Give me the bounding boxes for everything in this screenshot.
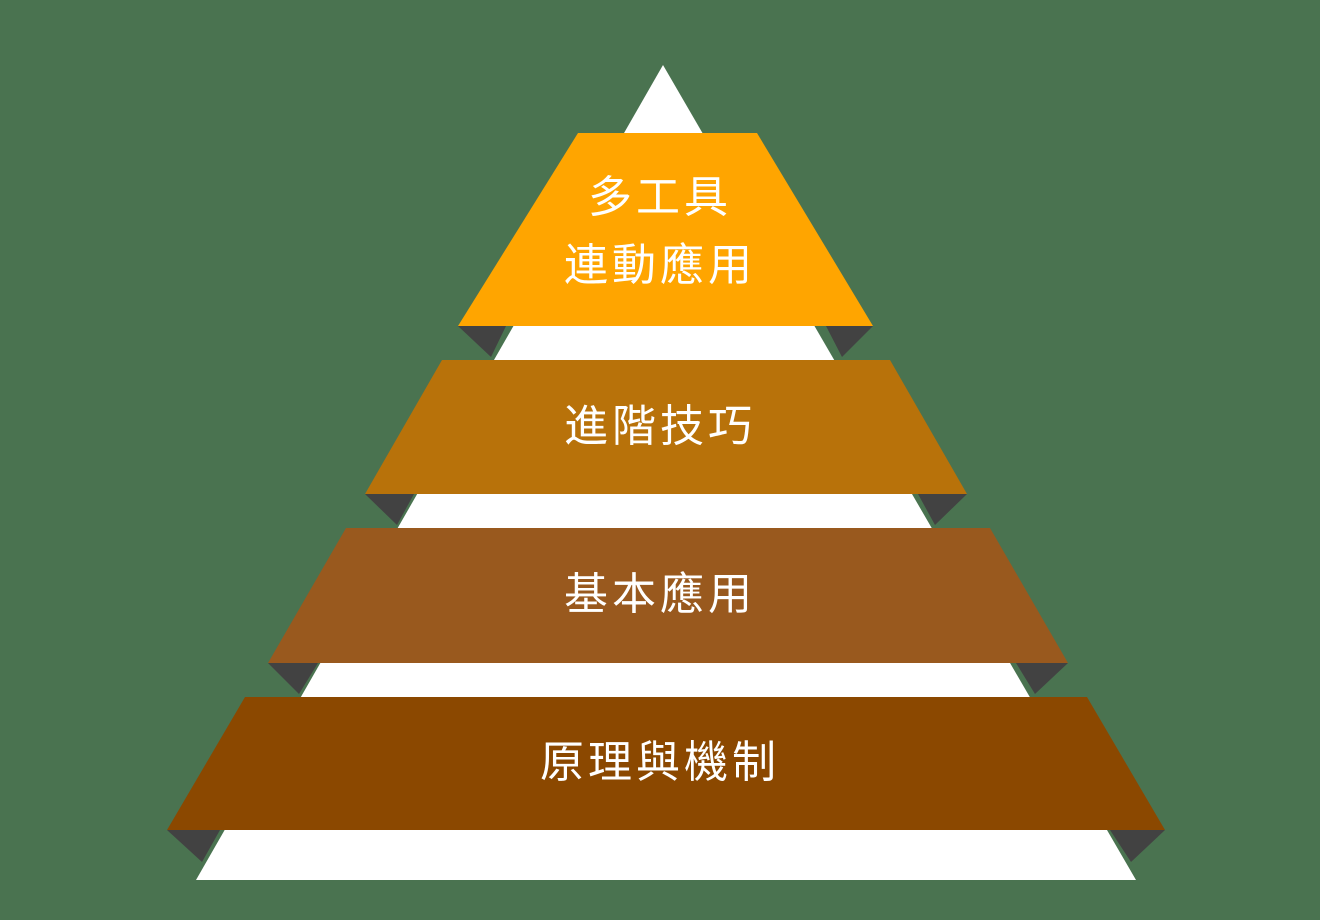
- level-2-label: 進階技巧: [564, 401, 756, 452]
- fold-level-2-right: [918, 494, 967, 525]
- fold-shadows: [167, 326, 1165, 862]
- level-2-band: [365, 360, 967, 494]
- fold-level-3-right: [1016, 663, 1068, 694]
- level-1-label-line1: 多工具: [588, 172, 732, 223]
- fold-level-2-left: [365, 494, 414, 525]
- fold-level-3-left: [268, 663, 318, 694]
- level-3-label: 基本應用: [564, 569, 756, 620]
- level-4-band: [167, 697, 1165, 830]
- fold-level-1-right: [826, 326, 873, 357]
- fold-level-4-left: [167, 830, 220, 862]
- fold-level-1-left: [458, 326, 506, 357]
- level-3-band: [268, 528, 1068, 663]
- level-1-label-line2: 連動應用: [564, 240, 756, 291]
- fold-level-4-right: [1110, 830, 1165, 862]
- level-4-label: 原理與機制: [540, 737, 780, 788]
- level-1-band: [458, 133, 873, 326]
